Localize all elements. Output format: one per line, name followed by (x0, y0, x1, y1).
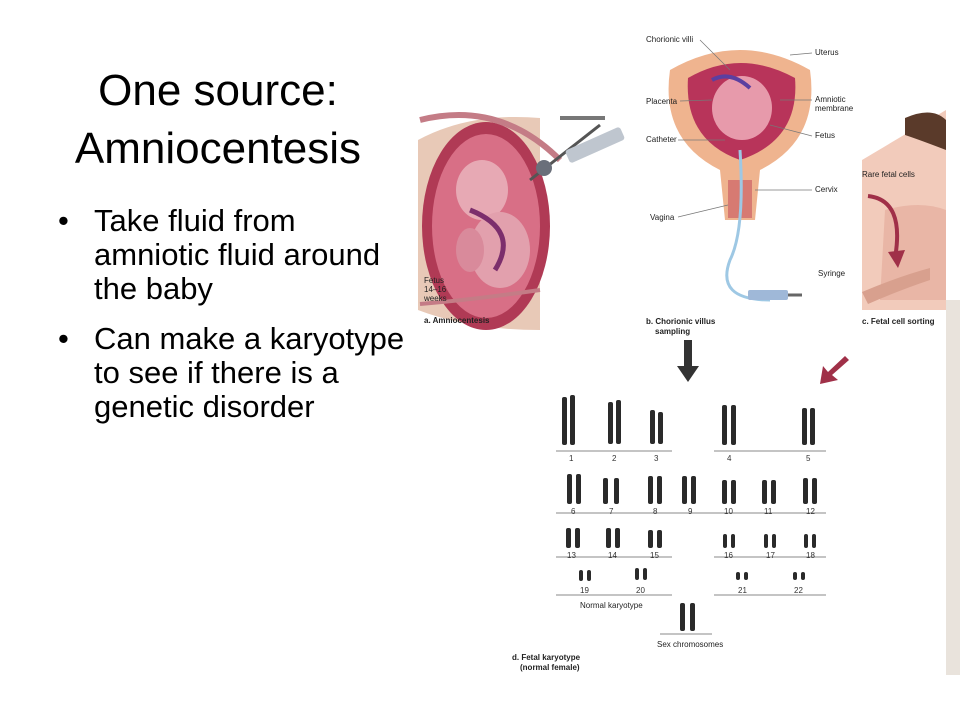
chromosome-number: 3 (654, 454, 659, 463)
chromosome-number: 2 (612, 454, 617, 463)
chromosome-number: 6 (571, 507, 576, 516)
leader-lines (677, 39, 813, 218)
chromosome-number: 16 (724, 551, 733, 560)
fetus-age-label-2: 14–16 (424, 285, 447, 294)
label-membrane: membrane (815, 104, 854, 113)
chromosome-number: 19 (580, 586, 589, 595)
karyotype-numbers: 1 2 3 4 5 6 7 8 9 10 11 12 13 14 15 16 1… (567, 454, 815, 595)
label-rare-fetal-cells: Rare fetal cells (862, 170, 915, 179)
page-edge-strip (946, 300, 960, 675)
caption-amniocentesis: a. Amniocentesis (424, 316, 490, 325)
label-fetus: Fetus (815, 131, 835, 140)
caption-cvs-line-1: b. Chorionic villus (646, 317, 716, 326)
label-uterus: Uterus (815, 48, 839, 57)
arrow-down-icon (677, 340, 699, 382)
arrow-diagonal-icon (820, 356, 849, 384)
karyotype-chart (556, 395, 826, 635)
title-line-2: Amniocentesis (74, 124, 362, 173)
chromosome-number: 10 (724, 507, 733, 516)
bullet-item: Take fluid from amniotic fluid around th… (52, 204, 412, 306)
label-amniotic: Amniotic (815, 95, 846, 104)
fetal-cell-sorting-illustration (862, 110, 946, 310)
chromosome-number: 4 (727, 454, 732, 463)
label-placenta: Placenta (646, 97, 678, 106)
amniocentesis-illustration (418, 112, 625, 330)
chromosome-number: 8 (653, 507, 658, 516)
title-line-1: One source: (98, 66, 338, 115)
label-vagina: Vagina (650, 213, 675, 222)
chromosome-number: 9 (688, 507, 693, 516)
chromosome-number: 7 (609, 507, 614, 516)
caption-karyotype-line-1: d. Fetal karyotype (512, 653, 581, 662)
label-chorionic-villi: Chorionic villi (646, 35, 693, 44)
caption-cvs-line-2: sampling (655, 327, 690, 336)
chromosome-number: 12 (806, 507, 815, 516)
bullet-item: Can make a karyotype to see if there is … (52, 322, 412, 424)
chromosome-number: 15 (650, 551, 659, 560)
label-sex-chromosomes: Sex chromosomes (657, 640, 723, 649)
chromosome-number: 13 (567, 551, 576, 560)
chromosome-number: 5 (806, 454, 811, 463)
chromosome-number: 14 (608, 551, 617, 560)
caption-karyotype-line-2: (normal female) (520, 663, 580, 672)
label-syringe: Syringe (818, 269, 846, 278)
caption-fetal-cell-sorting: c. Fetal cell sorting (862, 317, 935, 326)
fetus-age-label-3: weeks (423, 294, 447, 303)
chromosome-number: 22 (794, 586, 803, 595)
chromosome-number: 11 (764, 507, 773, 516)
slide-title: One source: Amniocentesis (18, 62, 418, 178)
chromosome-number: 21 (738, 586, 747, 595)
bullet-list: Take fluid from amniotic fluid around th… (52, 204, 412, 440)
chorionic-villus-illustration (668, 50, 812, 302)
label-normal-karyotype: Normal karyotype (580, 601, 643, 610)
chromosome-number: 17 (766, 551, 775, 560)
label-catheter: Catheter (646, 135, 677, 144)
chromosome-number: 1 (569, 454, 574, 463)
chromosome-number: 18 (806, 551, 815, 560)
fetus-age-label-1: Fetus (424, 276, 444, 285)
chromosome-number: 20 (636, 586, 645, 595)
label-cervix: Cervix (815, 185, 838, 194)
